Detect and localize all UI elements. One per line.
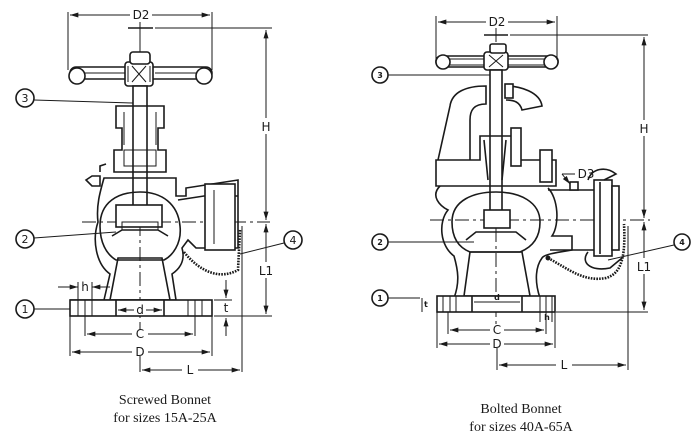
svg-text:1: 1	[377, 294, 383, 303]
valve-body	[70, 177, 239, 301]
svg-text:2: 2	[377, 238, 383, 247]
callout-2	[15, 229, 35, 249]
handwheel-right	[435, 34, 559, 71]
dim-h: H	[261, 120, 270, 134]
cap-chain-right	[547, 223, 626, 281]
dim-h-small: h	[81, 280, 89, 294]
dimensions-left: D2 H L1 h t d C	[58, 8, 273, 377]
outlet-coupling-right	[548, 168, 623, 270]
dim-c-right: C	[493, 323, 501, 337]
dim-d3: D3	[578, 167, 595, 181]
left-caption-subtitle: for sizes 15A-25A	[113, 411, 217, 426]
dim-h-small-right: h	[544, 313, 550, 322]
side-plug	[84, 163, 107, 187]
yoke-left	[437, 85, 487, 161]
valve-body-right	[435, 185, 573, 299]
yoke-right	[505, 85, 543, 111]
chain-anchor	[545, 255, 551, 261]
dim-l: L	[187, 363, 194, 377]
dim-l1: L1	[259, 264, 273, 278]
dim-l1-right: L1	[637, 260, 651, 274]
right-caption-subtitle: for sizes 40A-65A	[469, 420, 573, 435]
callout-4	[283, 230, 303, 250]
right-caption: Bolted Bonnet for sizes 40A-65A	[456, 401, 586, 437]
dim-c: C	[136, 327, 144, 341]
stem-bonnet	[113, 85, 167, 207]
dim-t-right: t	[424, 300, 428, 309]
dim-d: D	[135, 345, 144, 359]
screwed-bonnet-valve: D2 H L1 h t d C	[15, 8, 303, 377]
dim-h-right: H	[639, 122, 648, 136]
yoke-nut	[504, 83, 514, 99]
right-caption-title: Bolted Bonnet	[480, 402, 562, 417]
base-flange	[69, 299, 213, 317]
base-flange-right	[436, 295, 556, 313]
callouts-right: 3 2 4 1	[371, 66, 691, 307]
svg-text:4: 4	[290, 234, 297, 247]
svg-text:2: 2	[22, 233, 29, 246]
svg-text:4: 4	[679, 238, 685, 247]
svg-text:1: 1	[22, 303, 29, 316]
handwheel	[68, 22, 213, 87]
bolted-bonnet-valve: D2 H L1 D3 t d h C	[371, 15, 691, 372]
callouts-left: 3 2 4 1	[15, 88, 303, 319]
callout-3	[15, 88, 35, 108]
svg-text:3: 3	[377, 71, 383, 80]
bonnet-flange	[435, 127, 557, 187]
left-caption-title: Screwed Bonnet	[118, 393, 212, 408]
svg-text:3: 3	[22, 92, 29, 105]
dim-d2: D2	[133, 8, 150, 22]
dim-d-small: d	[136, 303, 144, 317]
dim-d-small-right: d	[494, 293, 500, 302]
dim-d2-right: D2	[489, 15, 506, 29]
dim-t: t	[224, 301, 229, 315]
dim-l-right: L	[561, 358, 568, 372]
stem-right	[489, 69, 503, 221]
left-caption: Screwed Bonnet for sizes 15A-25A	[100, 392, 230, 428]
cap-chain	[182, 229, 242, 276]
callout-4-right	[673, 233, 691, 251]
dim-d-right: D	[492, 337, 501, 351]
